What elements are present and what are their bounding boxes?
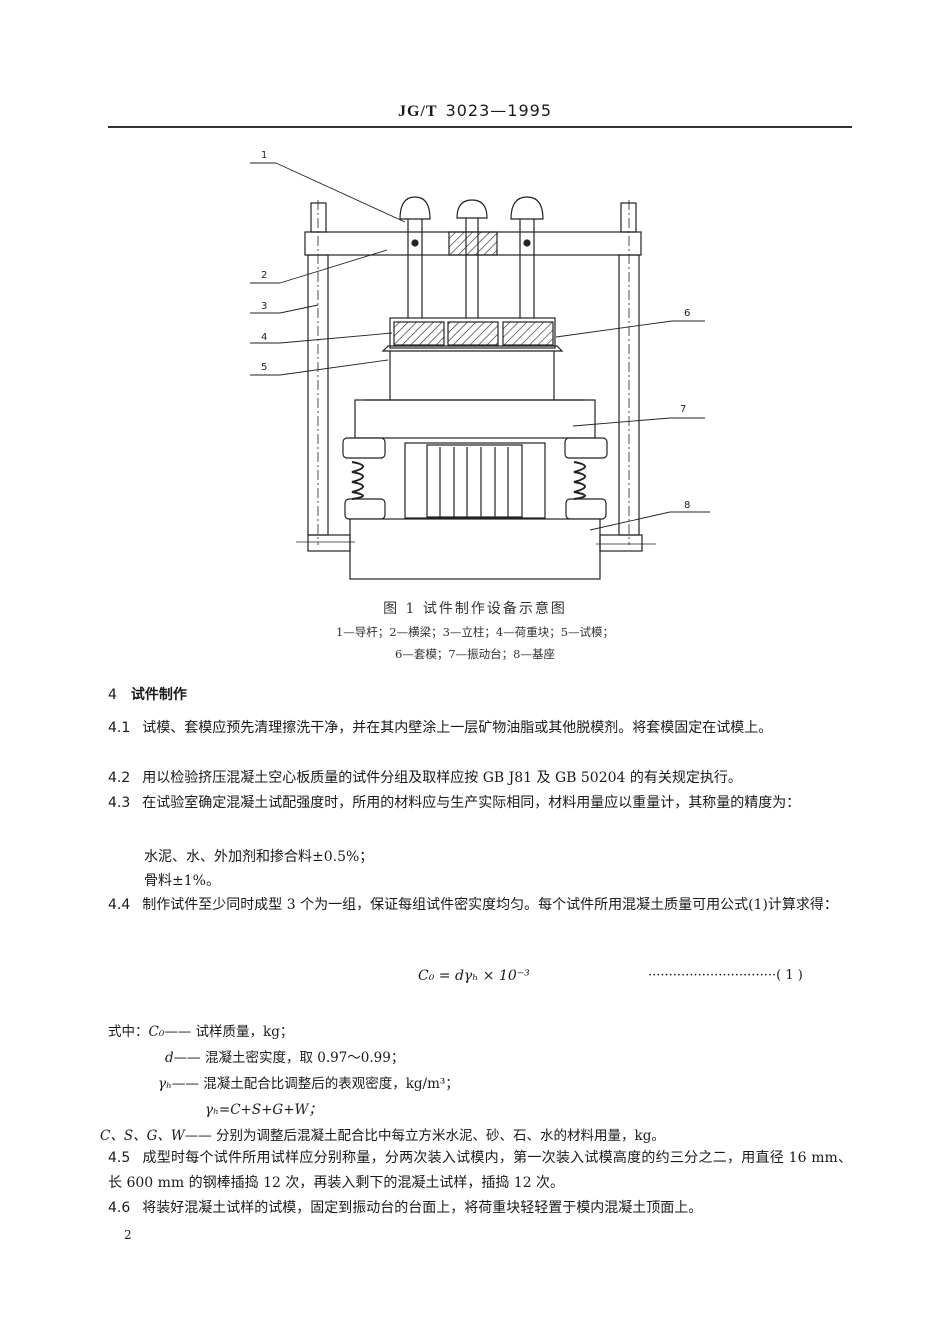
where-item-gamma-def: γₕ=C+S+G+W； bbox=[205, 1102, 322, 1118]
figure-legend-line1: 1—导杆；2—横梁；3—立柱；4—荷重块；5—试模； bbox=[335, 625, 615, 639]
where-clause: 式中：C₀—— 试样质量，kg； bbox=[108, 1024, 294, 1040]
formula-number: ·······························( 1 ) bbox=[648, 968, 803, 983]
callout-7: 7 bbox=[680, 404, 686, 415]
where-item-gamma: γₕ—— 混凝土配合比调整后的表观密度，kg/m³； bbox=[158, 1076, 459, 1092]
where-item-d: d—— 混凝土密实度，取 0.97～0.99； bbox=[165, 1050, 405, 1066]
page-header: JG/T 3023—1995 bbox=[0, 101, 950, 121]
where-item-csgw: C、S、G、W—— 分别为调整后混凝土配合比中每立方米水泥、砂、石、水的材料用量… bbox=[100, 1128, 665, 1144]
precision-item-1: 水泥、水、外加剂和掺合料±0.5%； bbox=[144, 849, 374, 865]
equipment-diagram: 1 2 3 4 5 6 7 8 bbox=[250, 150, 710, 580]
section-title: 试件制作 bbox=[130, 687, 187, 703]
callout-6: 6 bbox=[684, 308, 690, 319]
precision-item-2: 骨料±1%。 bbox=[144, 873, 220, 889]
page-number: 2 bbox=[124, 1228, 132, 1242]
section-number: 4 bbox=[108, 687, 117, 703]
standard-code: JG/T bbox=[398, 103, 438, 120]
header-rule bbox=[108, 126, 852, 128]
callout-5: 5 bbox=[261, 362, 267, 373]
standard-number: 3023—1995 bbox=[445, 101, 552, 120]
section-heading: 4 试件制作 bbox=[108, 684, 187, 704]
callout-8: 8 bbox=[684, 500, 690, 511]
callout-2: 2 bbox=[261, 270, 267, 281]
formula-1: C₀ = dγₕ × 10⁻³ bbox=[418, 968, 530, 984]
callout-4: 4 bbox=[261, 332, 267, 343]
callout-3: 3 bbox=[261, 301, 267, 312]
callout-1: 1 bbox=[261, 150, 267, 161]
figure-legend-line2: 6—套模；7—振动台；8—基座 bbox=[395, 647, 555, 661]
figure-title: 图 1 试件制作设备示意图 bbox=[383, 601, 567, 617]
